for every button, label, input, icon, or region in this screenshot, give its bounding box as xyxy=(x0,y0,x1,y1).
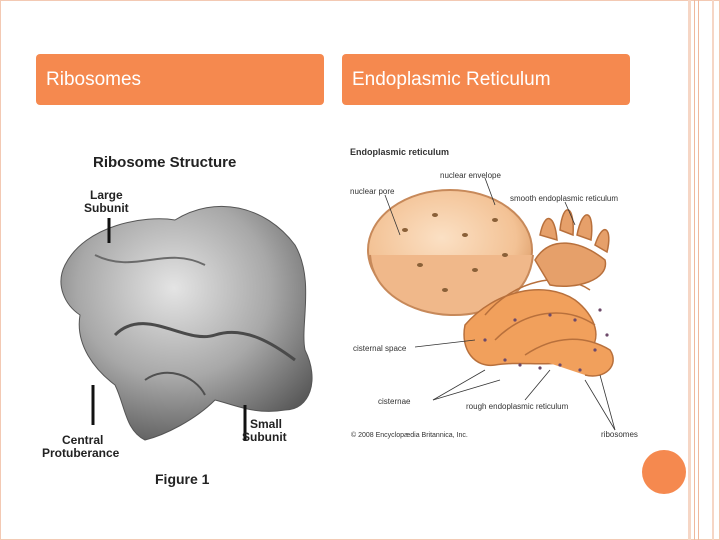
ribosome-illustration xyxy=(60,205,313,441)
decor-circle xyxy=(642,450,686,494)
figure-caption: Figure 1 xyxy=(155,471,210,487)
heading-ribosomes-text: Ribosomes xyxy=(46,68,142,90)
decor-stripe xyxy=(698,0,699,540)
label-large-subunit: Subunit xyxy=(84,201,129,215)
label-rough-er: rough endoplasmic reticulum xyxy=(466,402,569,411)
er-title: Endoplasmic reticulum xyxy=(350,147,450,157)
heading-er-text: Endoplasmic Reticulum xyxy=(352,68,551,90)
heading-ribosomes: Ribosomes xyxy=(36,54,324,105)
label-protuberance: Protuberance xyxy=(42,446,120,460)
label-small-subunit: Subunit xyxy=(242,430,287,444)
label-central: Central xyxy=(62,433,104,447)
label-cisternal-space: cisternal space xyxy=(353,344,407,353)
ribosome-title: Ribosome Structure xyxy=(93,154,237,171)
label-smooth-er: smooth endoplasmic reticulum xyxy=(510,194,619,203)
er-illustration xyxy=(367,177,616,431)
label-large: Large xyxy=(90,188,123,202)
label-nuclear-pore: nuclear pore xyxy=(350,187,395,196)
label-cisternae: cisternae xyxy=(378,397,411,406)
er-copyright: © 2008 Encyclopædia Britannica, Inc. xyxy=(351,432,468,439)
decor-stripe xyxy=(688,0,691,540)
decor-stripe xyxy=(694,0,695,540)
decor-stripe xyxy=(712,0,714,540)
label-nuclear-envelope: nuclear envelope xyxy=(440,171,501,180)
label-ribosomes: ribosomes xyxy=(601,430,638,439)
label-small: Small xyxy=(250,417,283,431)
heading-er: Endoplasmic Reticulum xyxy=(342,54,630,105)
